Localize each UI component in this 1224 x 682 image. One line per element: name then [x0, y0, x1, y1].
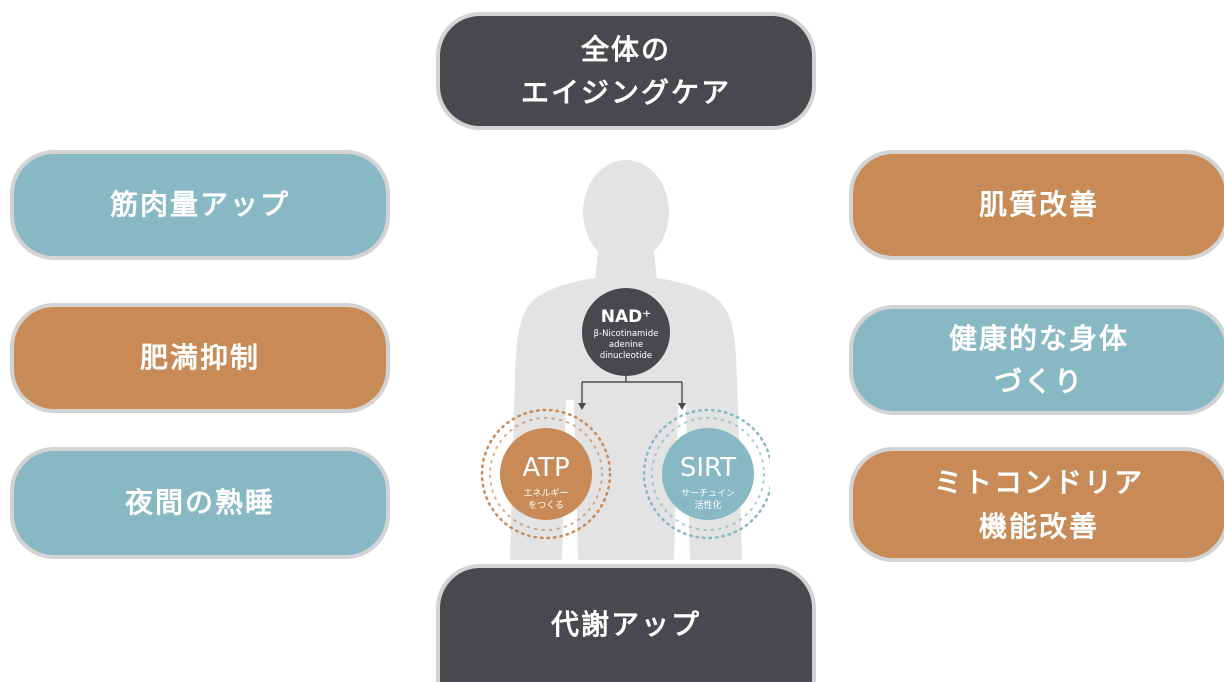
left-box-3-label: 夜間の熟睡 — [124, 486, 275, 520]
right-box-body: 健康的な身体 づくり — [849, 305, 1224, 415]
atp-line2: をつくる — [528, 500, 564, 511]
left-box-2-label: 肥満抑制 — [139, 341, 260, 375]
top-box-line1: 全体の — [580, 32, 671, 66]
right-box-skin: 肌質改善 — [849, 150, 1224, 260]
sirt-title: SIRT — [680, 453, 736, 483]
right-box-2-line2: づくり — [993, 365, 1084, 398]
nad-node: NAD⁺ β-Nicotinamide adenine dinucleotide — [582, 288, 670, 376]
nad-line1: β-Nicotinamide — [594, 329, 659, 339]
nad-line3: dinucleotide — [600, 351, 652, 361]
body-silhouette-figure: NAD⁺ β-Nicotinamide adenine dinucleotide… — [480, 160, 770, 560]
right-box-mitochondria: ミトコンドリア 機能改善 — [849, 447, 1224, 562]
atp-title: ATP — [522, 453, 569, 483]
connector-arrowheads — [578, 403, 686, 410]
left-box-muscle: 筋肉量アップ — [10, 150, 390, 260]
atp-line1: エネルギー — [523, 488, 568, 499]
right-box-2-line1: 健康的な身体 — [948, 321, 1129, 355]
bottom-box-label: 代謝アップ — [550, 608, 701, 642]
right-box-1-line1: 肌質改善 — [978, 188, 1099, 222]
top-box-line2: エイジングケア — [520, 76, 731, 109]
sirt-line2: 活性化 — [694, 499, 721, 511]
left-box-1-label: 筋肉量アップ — [109, 188, 290, 222]
right-box-3-line1: ミトコンドリア — [933, 466, 1144, 500]
sirt-node: SIRT サーチュイン 活性化 — [642, 408, 770, 540]
bottom-box-metabolism: 代謝アップ — [436, 564, 816, 682]
left-box-sleep: 夜間の熟睡 — [10, 447, 390, 559]
left-box-obesity: 肥満抑制 — [10, 303, 390, 413]
sirt-line1: サーチュイン — [681, 488, 735, 499]
nad-line2: adenine — [609, 340, 643, 350]
connector-lines — [581, 375, 683, 405]
nad-title: NAD⁺ — [601, 307, 651, 327]
right-box-3-line2: 機能改善 — [978, 509, 1099, 543]
atp-node: ATP エネルギー をつくる — [480, 408, 612, 540]
top-box-overall-aging-care: 全体の エイジングケア — [436, 12, 816, 130]
